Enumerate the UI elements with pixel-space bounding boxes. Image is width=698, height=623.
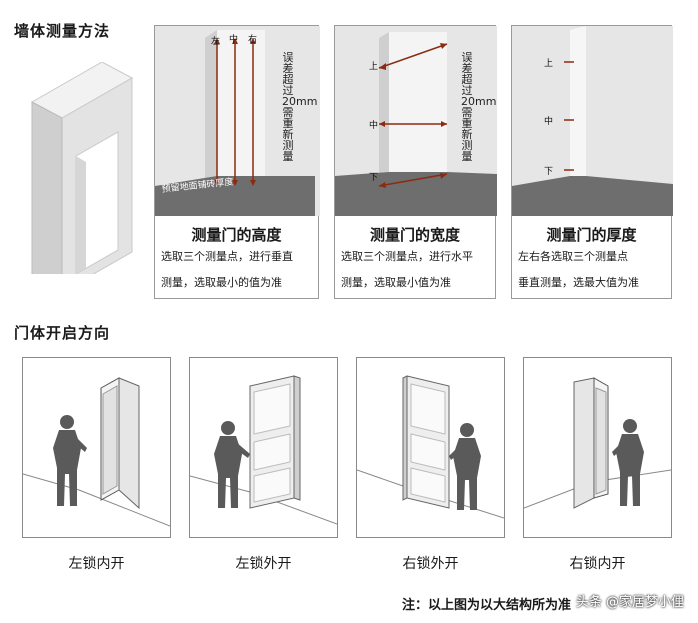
card-desc-line1: 选取三个测量点，进行垂直: [161, 250, 293, 263]
door-card-right-lock-outward: [356, 357, 505, 538]
card-desc-line2: 垂直测量，选最大值为准: [518, 276, 639, 289]
door-opening-illustration: [357, 375, 504, 519]
watermark: 头条 @家居梦小俚: [575, 595, 684, 610]
door-label: 左锁内开: [68, 556, 125, 572]
door-label: 右锁外开: [402, 556, 459, 572]
card-desc-line2: 测量，选取最小值为准: [341, 276, 451, 289]
thickness-measure-diagram: [512, 26, 673, 216]
wall-opening-illustration: [30, 62, 134, 274]
mark-top: 上: [544, 59, 554, 69]
card-title: 测量门的厚度: [546, 226, 637, 244]
door-card-right-lock-inward: [523, 357, 672, 538]
card-title: 测量门的高度: [191, 226, 282, 244]
measure-height-card: 左 中 右 误差超过20mm需重新测量 预留地面铺砖厚度 测量门的高度 选取三个…: [154, 25, 320, 299]
door-card-left-lock-outward: [189, 357, 338, 538]
card-desc-line2: 测量，选取最小的值为准: [161, 276, 282, 289]
footer-note: 注：以上图为以大结构所为准: [402, 598, 572, 613]
error-note-vertical: 误差超过20mm需重新测量: [461, 51, 496, 163]
mark-bottom: 下: [369, 173, 379, 183]
door-label: 右锁内开: [569, 556, 626, 572]
door-opening-illustration: [190, 375, 337, 525]
height-measure-diagram: [155, 26, 320, 216]
error-note-vertical: 误差超过20mm需重新测量: [282, 51, 317, 163]
mark-left: 左: [211, 37, 221, 47]
card-title: 测量门的宽度: [369, 226, 460, 244]
door-opening-illustration: [524, 377, 671, 509]
width-measure-diagram: [335, 26, 497, 216]
measure-thickness-card: 上 中 下 测量门的厚度 左右各选取三个测量点 垂直测量，选最大值为准: [511, 25, 673, 299]
mark-middle: 中: [229, 35, 239, 45]
section-title-wall-measurement: 墙体测量方法: [14, 22, 111, 40]
mark-middle: 中: [544, 117, 554, 127]
mark-middle: 中: [369, 121, 379, 131]
mark-bottom: 下: [544, 167, 554, 177]
door-label: 左锁外开: [235, 556, 292, 572]
door-opening-illustration: [23, 377, 170, 527]
door-card-left-lock-inward: [22, 357, 171, 538]
mark-right: 右: [248, 35, 258, 45]
card-desc-line1: 选取三个测量点，进行水平: [341, 250, 473, 263]
section-title-door-direction: 门体开启方向: [14, 324, 111, 342]
mark-top: 上: [369, 62, 379, 72]
card-desc-line1: 左右各选取三个测量点: [518, 250, 628, 263]
measure-width-card: 上 中 下 误差超过20mm需重新测量 测量门的宽度 选取三个测量点，进行水平 …: [334, 25, 497, 299]
